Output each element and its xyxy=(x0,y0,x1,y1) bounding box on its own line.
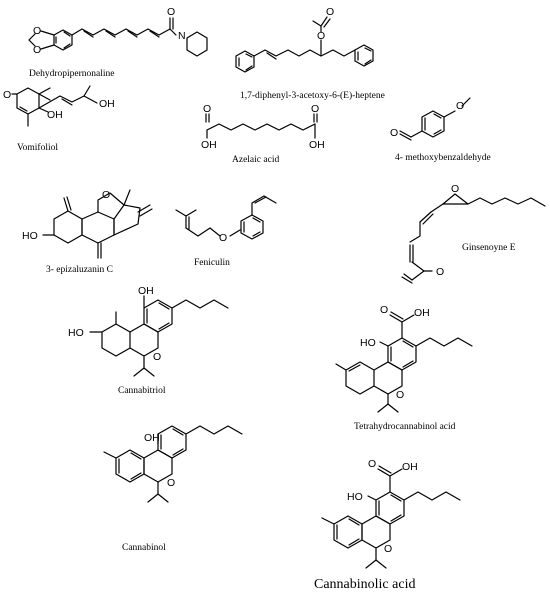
structure-cannabitriol xyxy=(89,295,229,377)
atom-label: O xyxy=(33,44,41,56)
structure-dehydropipernonaline xyxy=(28,17,208,57)
atom-label: O xyxy=(380,304,388,316)
atom-label: O xyxy=(396,389,404,401)
structure-diphenylheptene xyxy=(235,16,374,73)
atom-label: OH xyxy=(309,139,325,151)
atom-label: O xyxy=(317,30,325,42)
atom-label: O xyxy=(384,543,392,555)
structure-azelaic-acid xyxy=(205,113,318,139)
atom-label: O xyxy=(368,458,376,470)
structure-thca xyxy=(335,311,473,413)
structure-epizaluzanin xyxy=(42,189,153,259)
atom-label: O xyxy=(167,6,175,18)
compound-name: Ginsenoyne E xyxy=(462,243,516,253)
atom-label: OH xyxy=(99,98,115,110)
atom-label: OH xyxy=(414,307,430,319)
atom-label: O xyxy=(311,103,319,115)
atom-label: O xyxy=(219,232,227,244)
atom-label: OH xyxy=(144,432,160,444)
compound-name: 4- methoxybenzaldehyde xyxy=(395,153,491,163)
compound-name: Vomifoliol xyxy=(17,142,58,153)
compound-name: Tetrahydrocannabinol acid xyxy=(354,422,456,432)
atom-label: O xyxy=(167,477,175,489)
structure-cannabinol xyxy=(103,425,243,503)
atom-label: OH xyxy=(201,139,217,151)
structure-feniculin xyxy=(175,195,277,240)
compound-name: Cannabitriol xyxy=(118,386,166,396)
atom-label: O xyxy=(153,351,161,363)
atom-label: O xyxy=(3,89,11,101)
structure-cbna xyxy=(321,465,461,569)
atom-label: O xyxy=(390,127,398,139)
structure-vomifoliol xyxy=(11,85,98,127)
compound-name: Cannabinolic acid xyxy=(314,577,415,592)
atom-label: O xyxy=(456,100,464,112)
compound-name: Feniculin xyxy=(194,258,230,268)
structure-ginsenoyne xyxy=(401,193,546,284)
atom-label: N xyxy=(178,30,186,42)
compound-name: 1,7-diphenyl-3-acetoxy-6-(E)-heptene xyxy=(240,90,385,101)
atom-label: O xyxy=(436,266,444,278)
atom-label: OH xyxy=(138,285,154,297)
atom-label: HO xyxy=(360,337,376,349)
compound-name: Dehydropipernonaline xyxy=(29,69,114,79)
atom-label: O xyxy=(451,183,459,195)
compound-name: 3- epizaluzanin C xyxy=(46,265,113,275)
atom-label: HO xyxy=(22,230,38,242)
atom-label: HO xyxy=(68,327,84,339)
atom-label: O xyxy=(102,189,110,201)
atom-label: O xyxy=(203,103,211,115)
atom-label: O xyxy=(33,25,41,37)
atom-label: OH xyxy=(402,461,418,473)
atom-label: OH xyxy=(47,109,63,121)
atom-label: HO xyxy=(347,491,363,503)
atom-label: O xyxy=(326,6,334,18)
structure-methoxybenzaldehyde xyxy=(399,97,471,141)
compound-name: Azelaic acid xyxy=(232,155,279,165)
compound-name: Cannabinol xyxy=(122,543,166,553)
